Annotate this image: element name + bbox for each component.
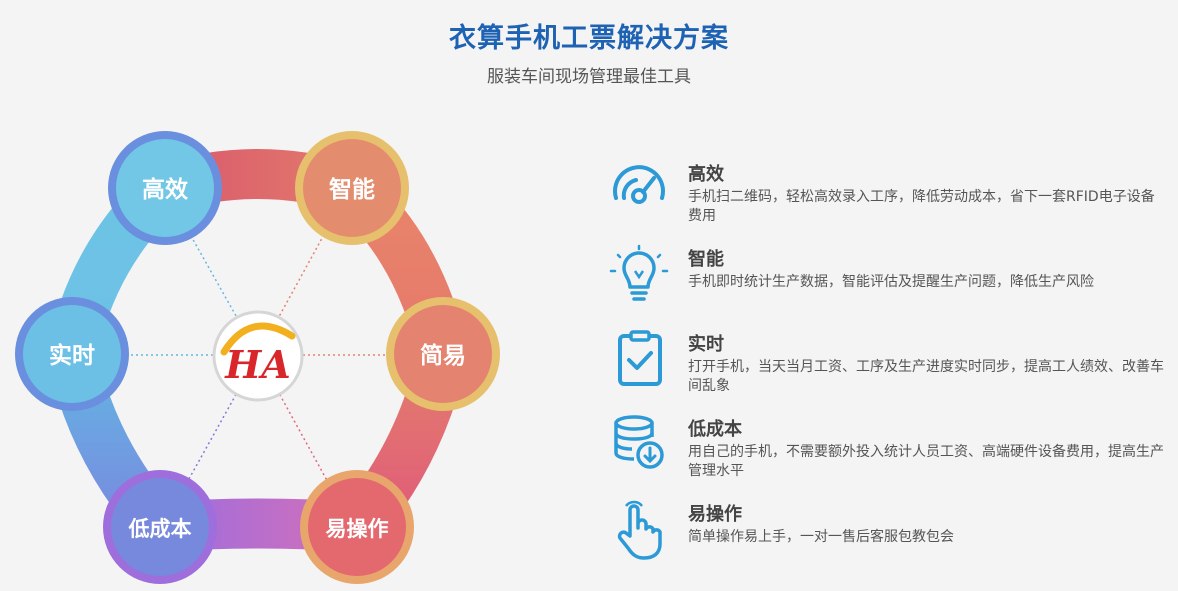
hand-tap-icon — [617, 500, 662, 560]
feature-desc: 打开手机，当天当月工资、工序及生产进度实时同步，提高工人绩效、改善车间乱象 — [688, 359, 1164, 394]
database-download-icon — [614, 415, 664, 469]
node-yicaozuo: 易操作 — [300, 470, 414, 584]
clipboard-check-icon — [618, 330, 662, 386]
node-gaoxiao: 高效 — [108, 131, 222, 245]
feature-item: 智能 手机即时统计生产数据，智能评估及提醒生产问题，降低生产风险 — [606, 243, 1172, 328]
node-dichengben: 低成本 — [103, 470, 217, 584]
logo-text: HA — [224, 342, 290, 387]
page-subtitle: 服装车间现场管理最佳工具 — [487, 67, 691, 87]
logo-arc — [220, 322, 296, 356]
node-zhineng: 智能 — [295, 131, 409, 245]
node-label: 智能 — [329, 176, 375, 203]
node-label: 实时 — [49, 342, 95, 369]
node-label: 高效 — [142, 176, 188, 203]
feature-title: 低成本 — [688, 419, 742, 440]
feature-title: 易操作 — [688, 504, 742, 525]
feature-desc: 手机扫二维码，轻松高效录入工序，降低劳动成本，省下一套RFID电子设备费用 — [688, 189, 1155, 224]
feature-title: 实时 — [688, 334, 724, 355]
feature-desc: 手机即时统计生产数据，智能评估及提醒生产问题，降低生产风险 — [688, 274, 1094, 290]
hexagon-diagram: HA 高效 智能 简易 易操作 低成本 实时 — [15, 131, 500, 584]
gauge-icon — [613, 165, 665, 204]
feature-item: 高效 手机扫二维码，轻松高效录入工序，降低劳动成本，省下一套RFID电子设备费用 — [606, 158, 1172, 243]
center-logo: HA — [212, 310, 304, 402]
node-label: 简易 — [420, 342, 466, 369]
node-label: 低成本 — [128, 517, 192, 541]
feature-desc: 用自己的手机，不需要额外投入统计人员工资、高端硬件设备费用，提高生产管理水平 — [688, 444, 1164, 479]
feature-title: 智能 — [688, 249, 724, 270]
feature-item: 易操作 简单操作易上手，一对一售后客服包教包会 — [606, 498, 1172, 583]
feature-item: 实时 打开手机，当天当月工资、工序及生产进度实时同步，提高工人绩效、改善车间乱象 — [606, 328, 1172, 413]
page-title: 衣算手机工票解决方案 — [449, 23, 729, 54]
feature-title: 高效 — [688, 164, 724, 185]
feature-desc: 简单操作易上手，一对一售后客服包教包会 — [688, 529, 954, 545]
node-jianyi: 简易 — [386, 297, 500, 411]
lightbulb-icon — [609, 244, 669, 301]
node-shishi: 实时 — [15, 297, 129, 411]
feature-item: 低成本 用自己的手机，不需要额外投入统计人员工资、高端硬件设备费用，提高生产管理… — [606, 413, 1172, 498]
feature-list: 高效 手机扫二维码，轻松高效录入工序，降低劳动成本，省下一套RFID电子设备费用… — [606, 158, 1172, 583]
node-label: 易操作 — [326, 517, 389, 541]
